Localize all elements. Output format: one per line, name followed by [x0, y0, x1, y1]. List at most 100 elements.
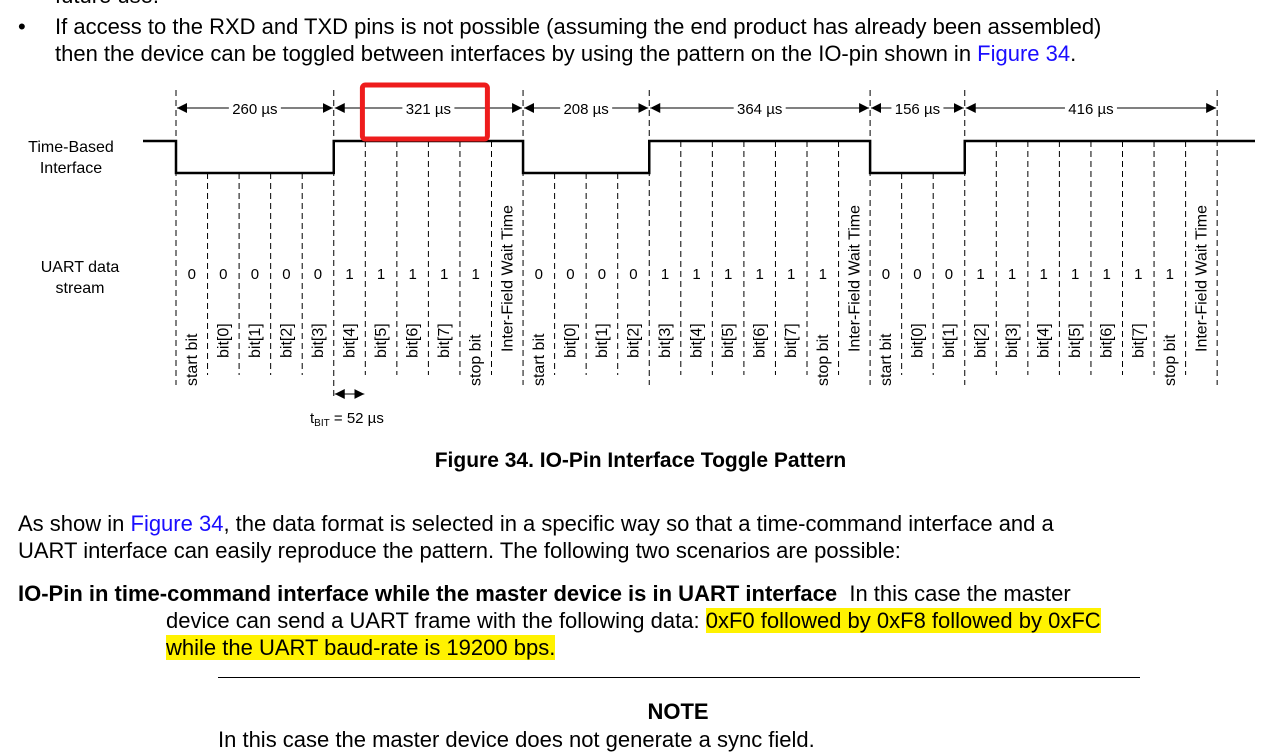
inter-field-wait-label: Inter-Field Wait Time: [846, 205, 863, 352]
duration-label-bg: [733, 99, 786, 117]
highlighted-text: 0xF0 followed by 0xF8 followed by 0xFC: [705, 608, 1101, 633]
bit-value: 0: [219, 266, 227, 283]
bit-value: 1: [976, 266, 984, 283]
bit-name-label: bit[2]: [278, 323, 295, 358]
bit-value: 1: [692, 266, 700, 283]
bit-value: 1: [1071, 266, 1079, 283]
signal-label: Interface: [40, 160, 102, 177]
paragraph-line-2: UART interface can easily reproduce the …: [18, 538, 901, 563]
bit-name-label: bit[4]: [342, 323, 359, 358]
bit-value: 1: [377, 266, 385, 283]
bit-name-label: start bit: [878, 333, 895, 386]
tbit-label: tBIT = 52 µs: [310, 410, 384, 429]
bit-value: 1: [1134, 266, 1142, 283]
bit-name-label: bit[6]: [1099, 323, 1116, 358]
duration-label-bg: [228, 99, 281, 117]
bit-name-label: bit[7]: [783, 323, 800, 358]
bit-name-label: bit[6]: [752, 323, 769, 358]
figure-34-link[interactable]: Figure 34: [130, 511, 224, 536]
bit-name-label: bit[0]: [562, 323, 579, 358]
bit-name-label: bit[1]: [247, 323, 264, 358]
stream-label: stream: [56, 280, 105, 297]
note-text: In this case the master device does not …: [218, 727, 815, 752]
bit-value: 1: [1039, 266, 1047, 283]
bit-value: 0: [251, 266, 259, 283]
bit-value: 1: [819, 266, 827, 283]
duration-label: 364 µs: [737, 101, 782, 118]
bit-name-label: bit[1]: [594, 323, 611, 358]
definition-term-line: IO-Pin in time-command interface while t…: [18, 581, 1071, 606]
bullet-line-1: If access to the RXD and TXD pins is not…: [55, 14, 1102, 39]
bit-value: 1: [787, 266, 795, 283]
bit-value: 1: [440, 266, 448, 283]
duration-label: 321 µs: [406, 101, 451, 118]
bit-value: 0: [282, 266, 290, 283]
duration-label-bg: [891, 99, 944, 117]
bit-name-label: start bit: [184, 333, 201, 386]
duration-label: 260 µs: [232, 101, 277, 118]
duration-label-bg: [560, 99, 613, 117]
highlighted-text: while the UART baud-rate is 19200 bps.: [166, 635, 556, 660]
bit-name-label: bit[3]: [1004, 323, 1021, 358]
paragraph-line-1: As show in Figure 34, the data format is…: [18, 511, 1054, 536]
bit-value: 0: [566, 266, 574, 283]
stream-label: UART data: [41, 259, 120, 276]
inter-field-wait-label: Inter-Field Wait Time: [1193, 205, 1210, 352]
duration-label: 156 µs: [895, 101, 940, 118]
bit-name-label: bit[0]: [215, 323, 232, 358]
bit-value: 1: [661, 266, 669, 283]
note-divider: [218, 677, 1140, 678]
bit-name-label: stop bit: [1162, 334, 1179, 386]
time-based-waveform: [143, 139, 1255, 175]
bit-value: 0: [945, 266, 953, 283]
duration-label: 416 µs: [1068, 101, 1113, 118]
bit-value: 1: [472, 266, 480, 283]
bit-value: 1: [724, 266, 732, 283]
duration-label-bg: [1064, 99, 1117, 117]
definition-line-2: device can send a UART frame with the fo…: [166, 608, 1101, 633]
bit-name-label: bit[3]: [310, 323, 327, 358]
bit-value: 0: [598, 266, 606, 283]
bit-name-label: bit[1]: [941, 323, 958, 358]
bit-value: 0: [629, 266, 637, 283]
bit-value: 1: [1166, 266, 1174, 283]
bit-value: 0: [882, 266, 890, 283]
signal-label: Time-Based: [28, 139, 114, 156]
bit-value: 0: [188, 266, 196, 283]
note-title: NOTE: [647, 699, 709, 724]
bit-name-label: bit[3]: [657, 323, 674, 358]
duration-label-bg: [402, 99, 455, 117]
bit-name-label: bit[5]: [1067, 323, 1084, 358]
bit-name-label: bit[2]: [973, 323, 990, 358]
bullet-line-2: then the device can be toggled between i…: [55, 41, 1077, 66]
figure-34-link[interactable]: Figure 34: [977, 41, 1071, 66]
bit-name-label: start bit: [531, 333, 548, 386]
bit-name-label: bit[7]: [436, 323, 453, 358]
bit-name-label: bit[7]: [1130, 323, 1147, 358]
bit-value: 1: [345, 266, 353, 283]
bullet: •: [18, 14, 26, 39]
bit-name-label: bit[2]: [625, 323, 642, 358]
bit-name-label: stop bit: [815, 334, 832, 386]
bit-value: 1: [1103, 266, 1111, 283]
highlight-box: [359, 82, 490, 142]
bit-value: 0: [535, 266, 543, 283]
bit-name-label: bit[4]: [689, 323, 706, 358]
duration-label: 208 µs: [563, 101, 608, 118]
definition-line-3: while the UART baud-rate is 19200 bps.: [166, 634, 556, 661]
bit-name-label: bit[4]: [1036, 323, 1053, 358]
bit-name-label: bit[5]: [373, 323, 390, 358]
bit-value: 1: [1008, 266, 1016, 283]
cut-off-text: future use.: [55, 0, 159, 9]
bit-name-label: bit[0]: [909, 323, 926, 358]
bit-value: 0: [314, 266, 322, 283]
bit-value: 1: [756, 266, 764, 283]
bit-value: 0: [913, 266, 921, 283]
bit-value: 1: [408, 266, 416, 283]
bit-name-label: bit[5]: [720, 323, 737, 358]
definition-term: IO-Pin in time-command interface while t…: [18, 581, 838, 606]
bit-name-label: stop bit: [468, 334, 485, 386]
bit-name-label: bit[6]: [405, 323, 422, 358]
inter-field-wait-label: Inter-Field Wait Time: [499, 205, 516, 352]
